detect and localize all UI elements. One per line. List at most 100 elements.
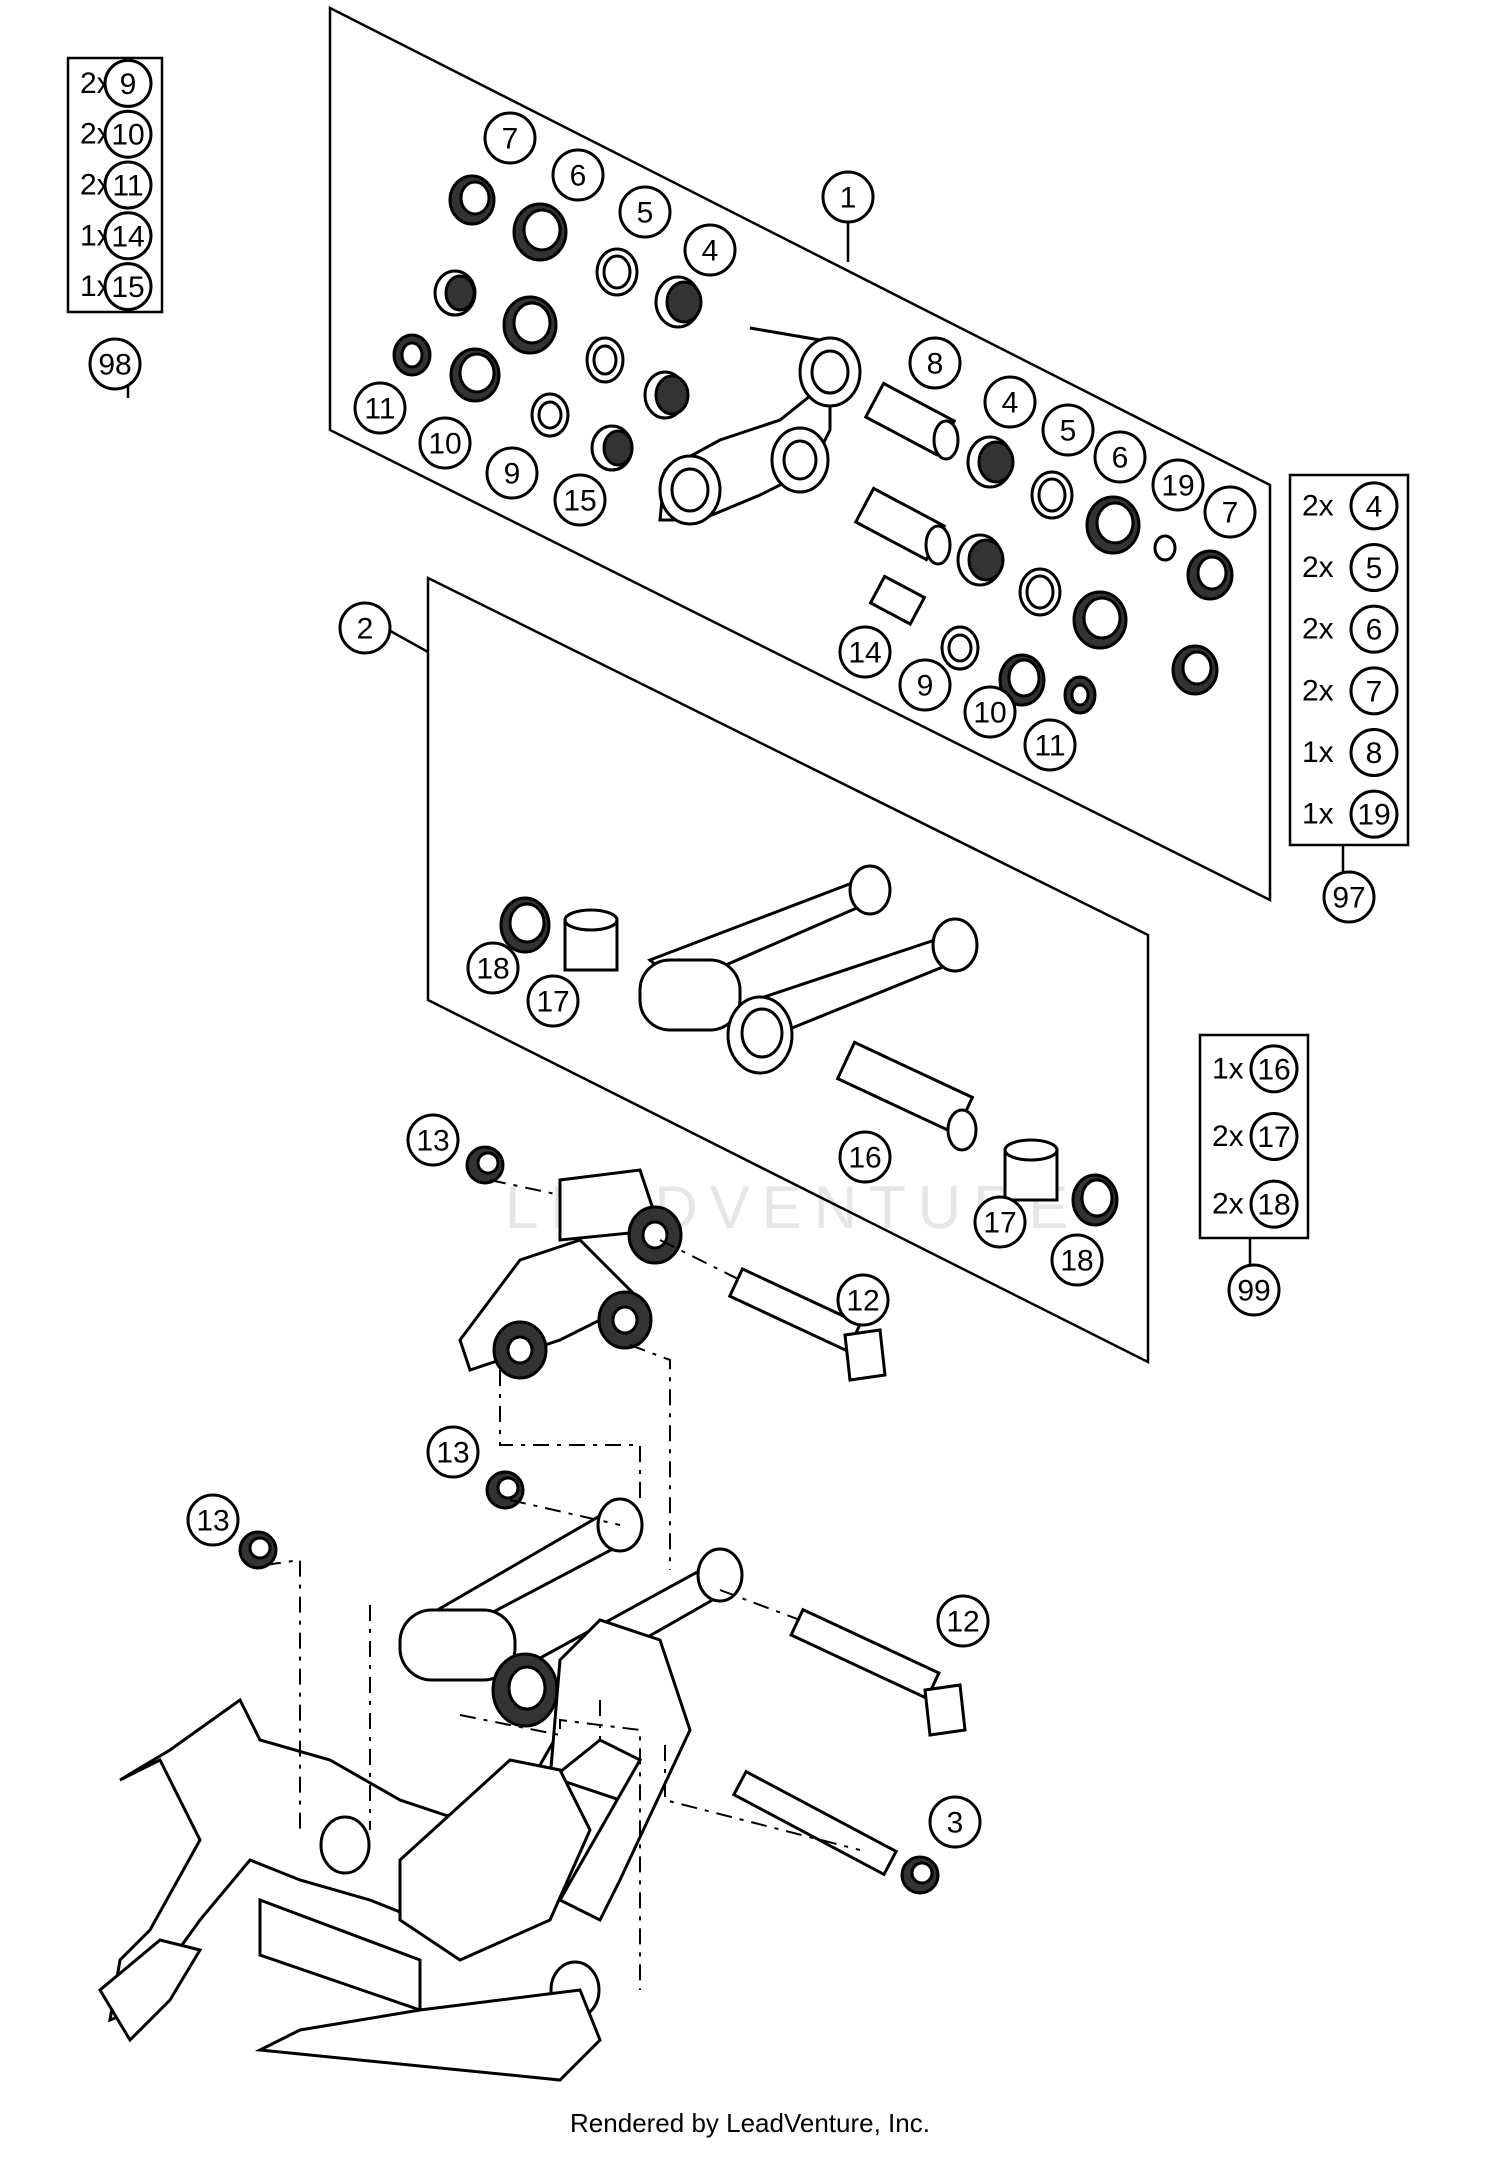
kit-row: 2x 17 xyxy=(1212,1112,1299,1161)
assembly-line-12a xyxy=(659,1239,741,1281)
callout-label: 11 xyxy=(1034,730,1065,763)
kit-row-qty: 1x xyxy=(1302,798,1334,831)
kit-row-qty: 2x xyxy=(1302,489,1334,522)
assembly-line-v1 xyxy=(499,1370,641,1500)
kit-row-ref: 18 xyxy=(1249,1179,1299,1229)
assembly-line-13a xyxy=(489,1179,561,1196)
assembly-line-v2 xyxy=(629,1344,671,1570)
kit-row-ref: 6 xyxy=(1349,604,1399,654)
callout-17: 17 xyxy=(526,974,580,1028)
svg-text:15: 15 xyxy=(111,271,144,304)
callout-12: 12 xyxy=(836,1273,890,1327)
callout-label: 12 xyxy=(946,1606,979,1639)
callout-label: 7 xyxy=(502,123,519,156)
svg-text:5: 5 xyxy=(1366,552,1383,585)
callout-layer: 1276541110915845619714910111817161718131… xyxy=(186,111,1257,1849)
kit-row-ref: 14 xyxy=(103,211,153,261)
callout-label: 11 xyxy=(364,393,395,426)
svg-text:98: 98 xyxy=(98,349,131,382)
kit-callout-98: 98 xyxy=(88,337,142,391)
callout-12: 12 xyxy=(936,1594,990,1648)
bearing-parts-group-1 xyxy=(392,174,1234,715)
callout-label: 14 xyxy=(848,637,881,670)
callout-13: 13 xyxy=(406,1113,460,1167)
kit-row-ref: 4 xyxy=(1349,481,1399,531)
callout-10: 10 xyxy=(418,416,472,470)
frame-part xyxy=(98,1618,692,2082)
kit-row-qty: 2x xyxy=(1302,613,1334,646)
callout-14: 14 xyxy=(838,625,892,679)
callout-label: 4 xyxy=(1002,387,1019,420)
callout-10: 10 xyxy=(963,685,1017,739)
assembly-line-13c xyxy=(264,1558,301,1830)
callout-label: 10 xyxy=(428,428,461,461)
kit-row-qty: 2x xyxy=(1212,1188,1244,1221)
callout-label: 17 xyxy=(983,1207,1016,1240)
kit-table-99: 1x 16 2x 17 2x 18 99 xyxy=(1198,1033,1310,1317)
kit-row-qty: 1x xyxy=(1212,1052,1244,1085)
kit-row-qty: 1x xyxy=(1302,736,1334,769)
callout-label: 17 xyxy=(536,986,569,1019)
callout-11: 11 xyxy=(353,381,407,435)
callout-label: 4 xyxy=(702,235,719,268)
callout-label: 13 xyxy=(416,1125,449,1158)
svg-text:17: 17 xyxy=(1257,1121,1290,1154)
callout-label: 5 xyxy=(637,197,654,230)
assembly-line-v4 xyxy=(459,1714,641,1990)
callout-label: 18 xyxy=(476,953,509,986)
callout-9: 9 xyxy=(898,658,952,712)
kit-row: 2x 6 xyxy=(1302,604,1399,654)
kit-row-ref: 8 xyxy=(1349,728,1399,777)
callout-label: 19 xyxy=(1161,470,1194,503)
callout-13: 13 xyxy=(426,1425,480,1479)
callout-5: 5 xyxy=(618,185,672,239)
svg-text:18: 18 xyxy=(1257,1189,1290,1222)
leader-line-2 xyxy=(384,626,429,654)
callout-label: 2 xyxy=(357,613,374,646)
callout-label: 16 xyxy=(848,1142,881,1175)
callout-17: 17 xyxy=(973,1195,1027,1249)
svg-text:4: 4 xyxy=(1366,490,1383,523)
kit-row: 1x 19 xyxy=(1302,789,1399,839)
kit-row-ref: 16 xyxy=(1249,1044,1299,1094)
kit-row-ref: 19 xyxy=(1349,789,1399,839)
callout-2: 2 xyxy=(338,601,392,655)
callout-9: 9 xyxy=(485,446,539,500)
callout-label: 1 xyxy=(840,182,857,215)
kit-row-ref: 17 xyxy=(1249,1112,1299,1161)
callout-label: 13 xyxy=(196,1505,229,1538)
svg-text:99: 99 xyxy=(1237,1275,1270,1308)
kit-callout-97: 97 xyxy=(1322,870,1376,924)
callout-label: 9 xyxy=(917,670,934,703)
rocker-arm-part xyxy=(658,326,862,526)
kit-row-ref: 5 xyxy=(1349,543,1399,592)
callout-label: 8 xyxy=(927,348,944,381)
svg-text:8: 8 xyxy=(1366,737,1383,770)
callout-label: 12 xyxy=(846,1285,879,1318)
callout-18: 18 xyxy=(1050,1233,1104,1287)
callout-label: 10 xyxy=(973,697,1006,730)
svg-text:16: 16 xyxy=(1257,1053,1290,1086)
callout-4: 4 xyxy=(683,223,737,277)
callout-7: 7 xyxy=(483,111,537,165)
callout-label: 15 xyxy=(563,485,596,518)
callout-8: 8 xyxy=(908,336,962,390)
callout-label: 18 xyxy=(1060,1245,1093,1278)
kit-row-qty: 2x xyxy=(1212,1120,1244,1153)
callout-6: 6 xyxy=(1093,430,1147,484)
callout-label: 3 xyxy=(947,1807,964,1840)
kit-row: 2x 18 xyxy=(1212,1179,1299,1229)
footer-credit: Rendered by LeadVenture, Inc. xyxy=(570,2108,930,2138)
callout-13: 13 xyxy=(186,1493,240,1547)
callout-label: 6 xyxy=(570,160,587,193)
assembly-line-12b xyxy=(719,1589,801,1621)
